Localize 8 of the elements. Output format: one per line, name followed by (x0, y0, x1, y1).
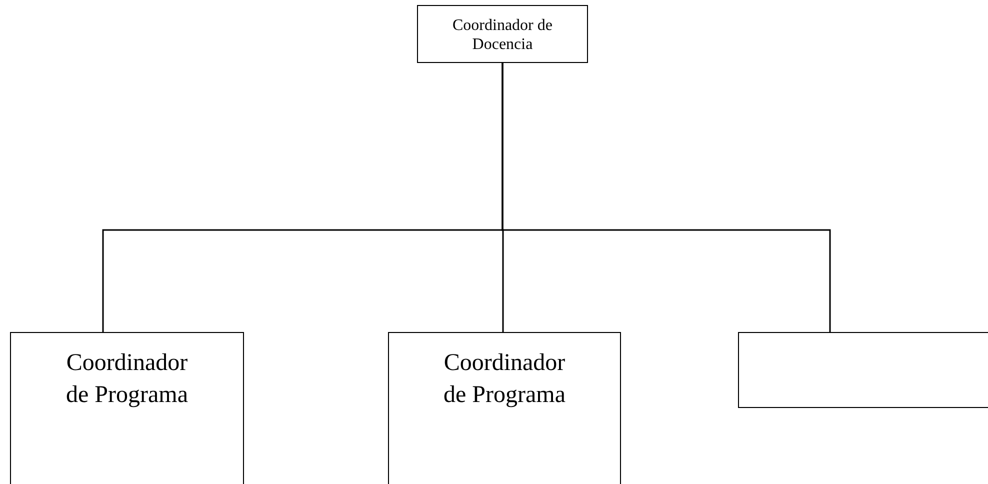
empty-box (738, 332, 988, 408)
connector-line (502, 63, 831, 332)
position-title: Coordinador de Docencia (452, 16, 554, 54)
org-box (388, 332, 621, 484)
org-box (417, 5, 588, 63)
org-box (10, 332, 244, 484)
position-title: Coordinador de Programa (444, 349, 566, 410)
position-title: Coordinador de Programa (66, 349, 188, 410)
